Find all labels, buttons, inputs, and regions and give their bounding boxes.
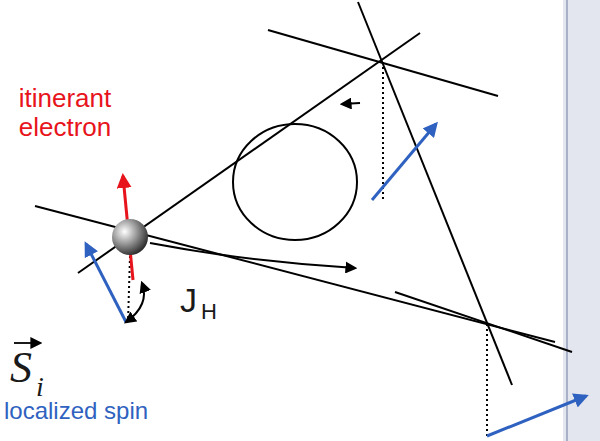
hund-coupling-arc <box>126 283 144 322</box>
side-band <box>563 0 600 441</box>
coupling-subscript: H <box>201 300 217 324</box>
vertical-reference <box>128 62 487 438</box>
spin-symbol: S <box>10 344 32 392</box>
coupling-symbol: J <box>180 282 197 319</box>
lattice-lines <box>35 2 572 385</box>
hopping-path <box>150 243 355 268</box>
hopping-loop <box>233 124 357 240</box>
side-band-edge <box>566 0 568 441</box>
electron-label: itinerant electron <box>6 84 124 141</box>
electron-ball <box>112 219 148 255</box>
loop-arrow <box>342 103 360 104</box>
localized-spins <box>86 124 586 436</box>
spin-label: localized spin <box>4 398 148 424</box>
